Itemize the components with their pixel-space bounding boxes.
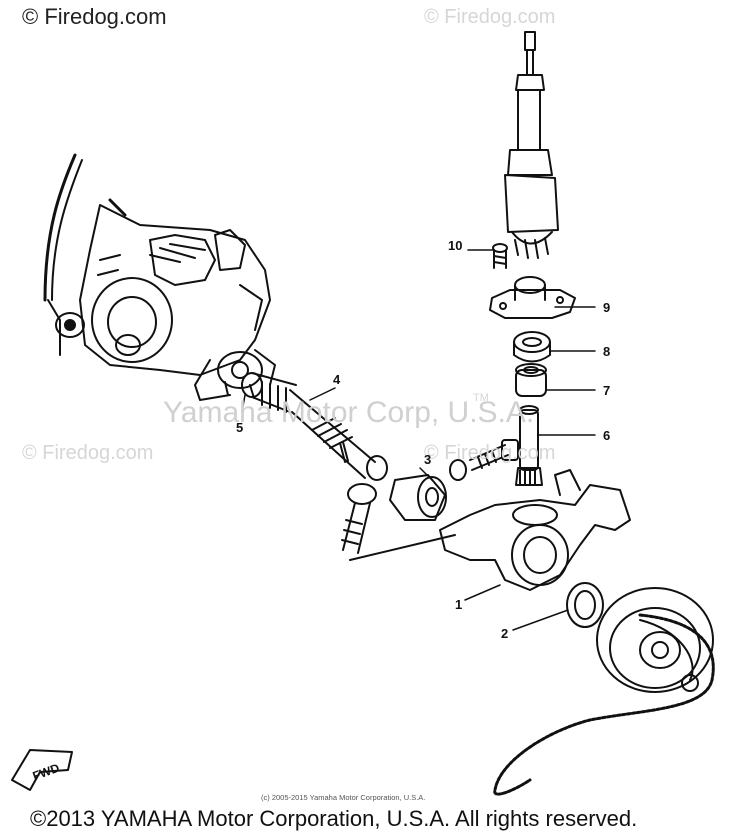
washer: [449, 459, 467, 481]
oil-seal: [513, 331, 551, 363]
speedometer-cable: [504, 31, 559, 259]
engine-assembly: [43, 153, 276, 401]
watermark-top-right: © Firedog.com: [424, 6, 556, 28]
drive-shaft: [241, 372, 388, 481]
watermark-middle-left: © Firedog.com: [22, 442, 154, 464]
fwd-arrow-icon: [11, 749, 73, 791]
callout-3: 3: [424, 452, 432, 467]
fwd-label: FWD: [31, 761, 62, 784]
watermark-center: Yamaha Motor Corp, U.S.A.: [163, 396, 535, 429]
bolt-lower: [341, 483, 377, 554]
spindle-gear: [515, 405, 543, 486]
bolt-upper: [469, 439, 519, 471]
small-copyright: (c) 2005-2015 Yamaha Motor Corporation, …: [261, 793, 426, 802]
gear-housing: [439, 469, 631, 591]
ring: [566, 582, 604, 628]
callout-1: 1: [455, 597, 463, 612]
callout-leaders: [241, 249, 596, 631]
callout-10: 10: [448, 238, 463, 253]
watermark-middle-right: © Firedog.com: [424, 442, 556, 464]
callout-5: 5: [236, 420, 244, 435]
callout-4: 4: [333, 372, 341, 387]
callout-7: 7: [603, 383, 611, 398]
watermark-top-left: © Firedog.com: [22, 4, 167, 29]
drive-wheel: [596, 587, 714, 693]
copyright-notice: ©2013 YAMAHA Motor Corporation, U.S.A. A…: [30, 806, 638, 831]
callout-6: 6: [603, 428, 611, 443]
bushing: [515, 363, 547, 397]
callout-9: 9: [603, 300, 611, 315]
screw: [492, 243, 508, 269]
bolt-leader: [349, 534, 456, 561]
flange-plate: [489, 276, 576, 319]
drive-chain: [493, 613, 715, 796]
callout-8: 8: [603, 344, 611, 359]
callout-2: 2: [501, 626, 509, 641]
watermark-tm: TM: [473, 392, 489, 404]
roller-sleeve: [389, 474, 447, 521]
